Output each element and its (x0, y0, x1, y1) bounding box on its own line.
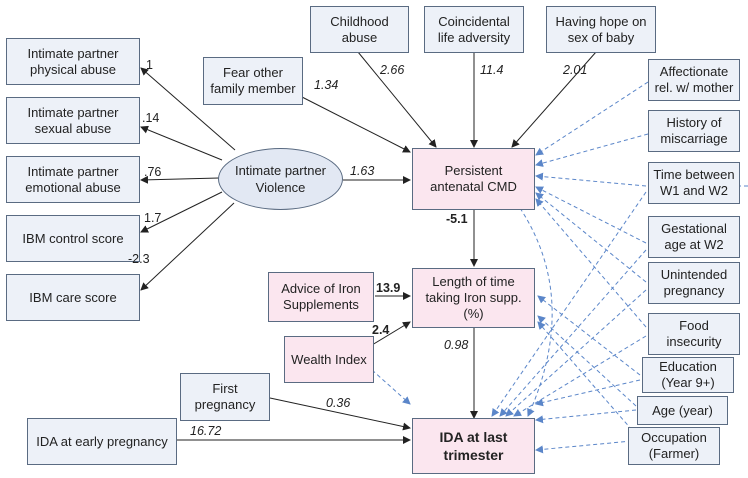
dash-affectionate-cmd (535, 81, 649, 156)
coef-fear: 1.34 (314, 78, 339, 92)
arrow-ipv-sexual (140, 125, 223, 161)
miscarriage-box: History of miscarriage (648, 110, 740, 152)
dash-age-ida (535, 409, 637, 424)
dash-gestational-ida (499, 249, 647, 417)
coef-care: -2.3 (128, 252, 150, 266)
ibm-care-box: IBM care score (6, 274, 140, 321)
arrow-ipv-physical (140, 67, 236, 151)
coef-iron-ida: 0.98 (444, 338, 469, 352)
gestational-box: Gestational age at W2 (648, 216, 740, 258)
fear-family-box: Fear other family member (203, 57, 303, 105)
wealth-box: Wealth Index (284, 336, 374, 383)
dash-time-ida (491, 191, 647, 417)
occupation-box: Occupation (Farmer) (628, 427, 720, 465)
ip-emotional-box: Intimate partner emotional abuse (6, 156, 140, 203)
first-pregnancy-box: First pregnancy (180, 373, 270, 421)
coef-ipv-cmd: 1.63 (350, 164, 375, 178)
dash-food-ida (513, 335, 647, 417)
dash-gestational-cmd (535, 186, 647, 244)
coef-sexual: .14 (142, 111, 160, 125)
education-box: Education (Year 9+) (642, 357, 734, 393)
coef-first-ida: 0.36 (326, 396, 351, 410)
dash-education-ida (535, 379, 641, 407)
food-box: Food insecurity (648, 313, 740, 355)
dash-miscarriage-cmd (535, 133, 649, 167)
dash-education-iron (537, 295, 641, 376)
age-box: Age (year) (637, 396, 728, 425)
dash-food-cmd (535, 198, 647, 328)
coef-hope: 2.01 (563, 63, 588, 77)
ibm-control-box: IBM control score (6, 215, 140, 262)
dash-occupation-iron (537, 321, 633, 431)
dash-unintended-cmd (535, 192, 647, 283)
dash-age-iron (537, 315, 637, 407)
coef-childhood: 2.66 (380, 63, 405, 77)
coef-early-ida: 16.72 (190, 424, 222, 438)
dash-time-cmd (535, 172, 647, 187)
coef-control: 1.7 (144, 211, 162, 225)
coef-wealth-iron: 2.4 (372, 323, 390, 337)
coef-advice-iron: 13.9 (376, 281, 401, 295)
coef-coincidental: 11.4 (480, 63, 504, 77)
coef-emotional: .76 (144, 165, 162, 179)
iron-length-box: Length of time taking Iron supp. (%) (412, 268, 535, 328)
ip-physical-box: Intimate partner physical abuse (6, 38, 140, 85)
cmd-box: Persistent antenatal CMD (412, 148, 535, 210)
coincidental-box: Coincidental life adversity (424, 6, 524, 53)
arrow-fear-cmd (301, 96, 411, 153)
time-between-box: Time between W1 and W2 (648, 162, 740, 204)
arrow-childhood-cmd (357, 51, 437, 148)
dash-unintended-ida (505, 289, 647, 417)
arrow-ipv-control (140, 191, 223, 233)
unintended-box: Unintended pregnancy (648, 262, 740, 304)
hope-sex-box: Having hope on sex of baby (546, 6, 656, 53)
arrow-first-ida (269, 397, 411, 431)
arrow-hope-cmd (511, 51, 597, 148)
arrow-ipv-emotional (140, 175, 220, 184)
dash-occupation-ida (535, 440, 633, 454)
dash-wealth-ida (371, 369, 411, 405)
coef-physical: 1 (146, 58, 153, 72)
ida-early-box: IDA at early pregnancy (27, 418, 177, 465)
coef-cmd-iron: -5.1 (446, 212, 468, 226)
ida-last-box: IDA at last trimester (412, 418, 535, 474)
ipv-latent-oval: Intimate partner Violence (218, 148, 343, 210)
affectionate-box: Affectionate rel. w/ mother (648, 59, 740, 101)
arrow-wealth-iron (371, 321, 411, 346)
iron-advice-box: Advice of Iron Supplements (268, 272, 374, 322)
arrow-ipv-care (140, 202, 235, 291)
ip-sexual-box: Intimate partner sexual abuse (6, 97, 140, 144)
childhood-abuse-box: Childhood abuse (310, 6, 409, 53)
